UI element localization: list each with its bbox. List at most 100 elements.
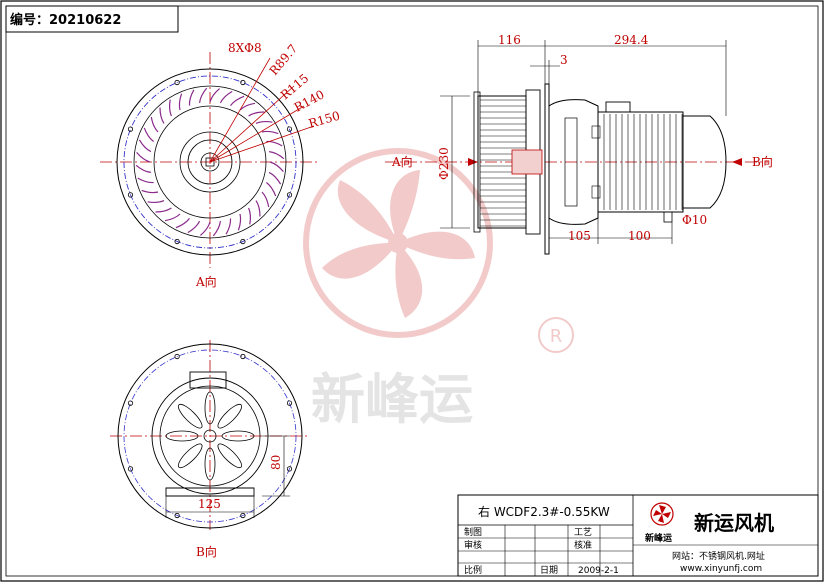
date-value: 2009-2-1 xyxy=(578,566,619,576)
impeller-blade xyxy=(138,139,152,153)
radius-label-4: R150 xyxy=(307,109,342,131)
impeller-blade xyxy=(209,88,220,103)
side-view-b-label: B向 xyxy=(752,154,773,169)
impeller-blade xyxy=(212,221,221,237)
impeller-blade xyxy=(266,182,277,197)
dim-horizontal: 125 xyxy=(198,497,221,511)
impeller-blade xyxy=(237,213,242,231)
radius-label-1: R89.7 xyxy=(267,42,301,78)
mounting-hole xyxy=(240,238,246,245)
website-url: www.xinyunfj.com xyxy=(680,564,762,574)
hole-spec-label: 8XΦ8 xyxy=(228,41,262,55)
dim-diameter: Φ230 xyxy=(437,147,451,180)
dim-width-right: 294.4 xyxy=(614,33,649,47)
model-name: 右 WCDF2.3#-0.55KW xyxy=(478,504,610,519)
mounting-hole xyxy=(286,126,293,132)
mounting-hole xyxy=(127,466,134,472)
watermark-brand: 新峰运 xyxy=(311,368,473,431)
row-label-draw: 制图 xyxy=(464,526,482,538)
grille-petal xyxy=(221,430,255,442)
company-name: 新运风机 xyxy=(694,511,774,535)
impeller-blade xyxy=(269,161,284,172)
impeller-blade xyxy=(147,200,165,204)
registered-mark: R xyxy=(550,326,563,347)
dim-vertical: 80 xyxy=(269,455,283,470)
impeller-blade xyxy=(155,207,172,213)
impeller-blade xyxy=(188,89,195,106)
view-a-label: A向 xyxy=(195,274,217,289)
grille-petal xyxy=(204,447,216,481)
website-label: 网站：不锈钢风机.网址 xyxy=(672,550,765,562)
mounting-hole xyxy=(174,238,180,245)
impeller-blade xyxy=(136,152,151,163)
mounting-hole xyxy=(127,192,134,198)
watermark-fan-icon xyxy=(322,170,475,318)
mounting-hole xyxy=(286,466,293,472)
side-view: A向 B向 xyxy=(385,33,773,255)
mounting-hole xyxy=(174,79,180,86)
drawing-number-box: 编号：20210622 xyxy=(5,5,179,33)
impeller-blade xyxy=(168,99,172,117)
watermark: 新峰运 R xyxy=(303,148,574,431)
grille-petal xyxy=(217,403,243,429)
title-block: 右 WCDF2.3#-0.55KW 制图 工艺 审核 核准 比例 日期 2009… xyxy=(457,494,819,577)
logo-text: 新峰运 xyxy=(645,532,673,544)
mounting-hole xyxy=(286,400,293,406)
mounting-hole xyxy=(286,192,293,198)
inlet-grille xyxy=(165,391,255,481)
company-logo-icon xyxy=(650,502,674,526)
impeller-blade xyxy=(150,116,159,133)
mounting-holes xyxy=(127,79,293,245)
impeller-blade xyxy=(159,107,165,124)
mounting-hole xyxy=(127,400,134,406)
dim-bottom-right: 100 xyxy=(628,229,651,243)
impeller-blade xyxy=(187,220,201,234)
dim-bolt-diameter: Φ10 xyxy=(682,213,707,227)
mounting-hole xyxy=(240,512,246,519)
impeller-blade xyxy=(143,127,154,142)
grille-petal xyxy=(217,443,243,469)
impeller-blade xyxy=(137,177,154,184)
impeller-blade xyxy=(248,207,252,225)
impeller-blade xyxy=(255,200,261,217)
impeller-blade xyxy=(219,90,233,104)
mounting-hole xyxy=(240,79,246,86)
row-label-approve: 核准 xyxy=(574,539,592,551)
impeller-blade xyxy=(268,171,282,185)
impeller-blade xyxy=(230,95,245,106)
mounting-hole xyxy=(174,512,180,519)
impeller-blade xyxy=(261,191,270,208)
motor-cooling-fins xyxy=(603,114,683,210)
mounting-hole xyxy=(240,353,246,360)
grille-petal xyxy=(177,443,203,469)
row-label-date: 日期 xyxy=(540,565,558,576)
dim-width-left: 116 xyxy=(498,33,521,47)
impeller-blade xyxy=(261,130,279,135)
drawing-number-label: 编号： xyxy=(10,12,49,28)
grille-petal xyxy=(165,430,199,442)
view-b-label: B向 xyxy=(196,544,217,559)
impeller-blade xyxy=(175,218,190,229)
svg-text:编号：20210622: 编号：20210622 xyxy=(10,12,121,28)
impeller-blade xyxy=(255,120,273,124)
impeller-blade xyxy=(135,164,151,173)
mounting-hole xyxy=(174,353,180,360)
drawing-number: 20210622 xyxy=(49,13,121,28)
grille-petal xyxy=(177,403,203,429)
grille-petal xyxy=(204,391,216,425)
row-label-review: 审核 xyxy=(464,539,482,551)
mounting-hole xyxy=(127,126,134,132)
dim-bottom-left: 105 xyxy=(568,229,591,243)
impeller-blade xyxy=(200,221,211,236)
rear-mounting-holes xyxy=(127,353,293,519)
impeller-blade xyxy=(141,189,159,194)
impeller-blade xyxy=(199,87,208,103)
row-label-process: 工艺 xyxy=(574,527,592,538)
impeller-blade xyxy=(266,140,283,147)
impeller-blade xyxy=(164,213,181,222)
impeller-blade xyxy=(269,151,285,160)
impeller-blade xyxy=(225,218,232,235)
side-view-a-label: A向 xyxy=(391,154,413,169)
dim-flange-thickness: 3 xyxy=(560,53,568,67)
